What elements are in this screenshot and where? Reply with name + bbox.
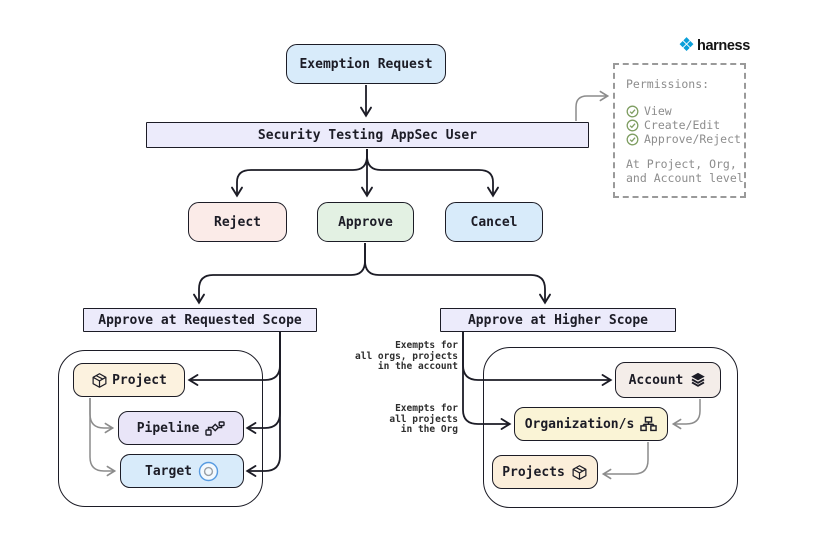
higher-scope-container <box>483 347 738 508</box>
org-exemption-note: Exempts for all projects in the Org <box>330 403 458 436</box>
arrow-approve-to-requested-scope <box>193 243 366 305</box>
permission-item-label: View <box>644 104 672 118</box>
node-approve-higher-scope: Approve at Higher Scope <box>440 308 676 332</box>
arrow-appsec-to-permissions <box>575 90 610 121</box>
org-chart-icon <box>640 416 658 432</box>
account-exemption-note: Exempts for all orgs, projects in the ac… <box>330 340 458 373</box>
package-icon <box>91 372 108 389</box>
node-account: Account <box>615 362 721 398</box>
node-label: Account <box>628 372 684 388</box>
harness-logo-text: harness <box>697 37 750 54</box>
node-exemption-request: Exemption Request <box>286 44 446 84</box>
node-organizations: Organization/s <box>514 407 668 441</box>
node-approve-requested-scope: Approve at Requested Scope <box>83 308 317 332</box>
node-label: Project <box>112 372 167 388</box>
layers-icon <box>689 371 707 389</box>
node-target: Target <box>120 454 244 488</box>
node-cancel: Cancel <box>445 202 543 242</box>
permission-item-create-edit: Create/Edit <box>626 118 744 132</box>
note-line: in the Org <box>400 424 458 436</box>
note-line: all projects <box>389 413 458 425</box>
node-label: Reject <box>214 214 261 230</box>
node-label: Target <box>145 463 192 479</box>
node-label: Exemption Request <box>299 56 433 72</box>
note-line: all orgs, projects <box>355 350 458 362</box>
node-label: Approve at Higher Scope <box>467 312 648 328</box>
pipeline-icon <box>205 420 226 436</box>
check-circle-icon <box>626 133 639 146</box>
node-project: Project <box>73 363 185 397</box>
arrow-approve-to-higher-scope <box>364 243 551 305</box>
permission-item-label: Approve/Reject <box>644 132 741 146</box>
node-appsec-user: Security Testing AppSec User <box>146 122 589 148</box>
permission-item-approve-reject: Approve/Reject <box>626 132 744 146</box>
node-label: Approve <box>338 214 393 230</box>
arrow-appsec-to-reject <box>231 149 368 198</box>
node-reject: Reject <box>188 202 287 242</box>
check-circle-icon <box>626 119 639 132</box>
permissions-footer-line: At Project, Org, <box>626 157 737 171</box>
package-icon <box>571 464 588 481</box>
node-pipeline: Pipeline <box>118 411 244 445</box>
permission-item-view: View <box>626 104 744 118</box>
note-line: Exempts for <box>395 403 458 414</box>
note-line: in the account <box>377 361 458 373</box>
node-label: Projects <box>502 464 565 480</box>
check-circle-icon <box>626 105 639 118</box>
permissions-panel: Permissions: View Create/Edit Approve/Re… <box>613 63 746 198</box>
node-label: Organization/s <box>524 416 635 432</box>
permissions-footer-line: and Account level <box>626 171 744 185</box>
note-line: Exempts for <box>395 340 458 351</box>
harness-logo-icon: ❖ <box>678 34 696 56</box>
node-label: Approve at Requested Scope <box>98 312 302 328</box>
node-approve: Approve <box>317 202 414 242</box>
node-label: Pipeline <box>136 420 200 436</box>
permissions-title: Permissions: <box>626 77 710 91</box>
node-projects: Projects <box>492 455 598 489</box>
arrow-appsec-to-cancel <box>366 149 499 198</box>
harness-logo: ❖ harness <box>678 36 750 55</box>
node-label: Cancel <box>470 214 518 230</box>
permission-item-label: Create/Edit <box>644 118 721 132</box>
node-label: Security Testing AppSec User <box>257 127 478 143</box>
permissions-footer: At Project, Org, and Account level <box>626 157 744 185</box>
target-icon <box>198 461 219 482</box>
